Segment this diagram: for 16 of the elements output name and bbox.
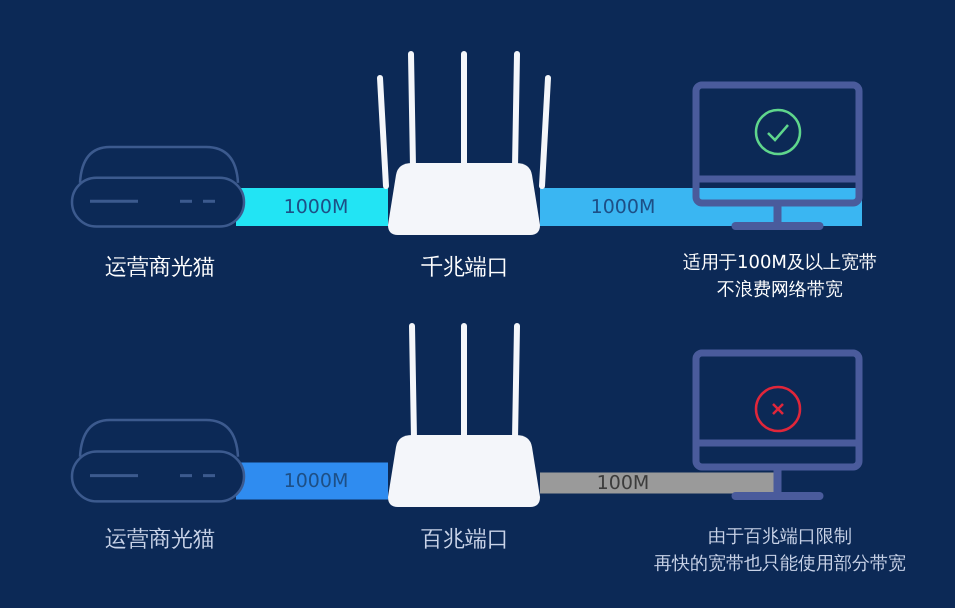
edge-label: 100M [596,472,650,494]
node-label: 适用于100M及以上宽带 [683,251,877,274]
edge-label: 1000M [284,470,348,492]
node-label: 运营商光猫 [105,526,215,554]
cable-bar [236,188,388,226]
node-label: 再快的宽带也只能使用部分带宽 [654,552,906,575]
edge-label: 1000M [284,196,348,218]
node-label: 由于百兆端口限制 [708,525,852,548]
node-label: 百兆端口 [421,526,509,554]
node-label: 不浪费网络带宽 [717,278,843,301]
cable-bar [236,462,388,500]
node-label: 运营商光猫 [105,254,215,282]
cable-bar [540,188,862,226]
cable-bar [540,472,776,494]
edge-label: 1000M [590,196,656,218]
node-label: 千兆端口 [421,254,509,282]
